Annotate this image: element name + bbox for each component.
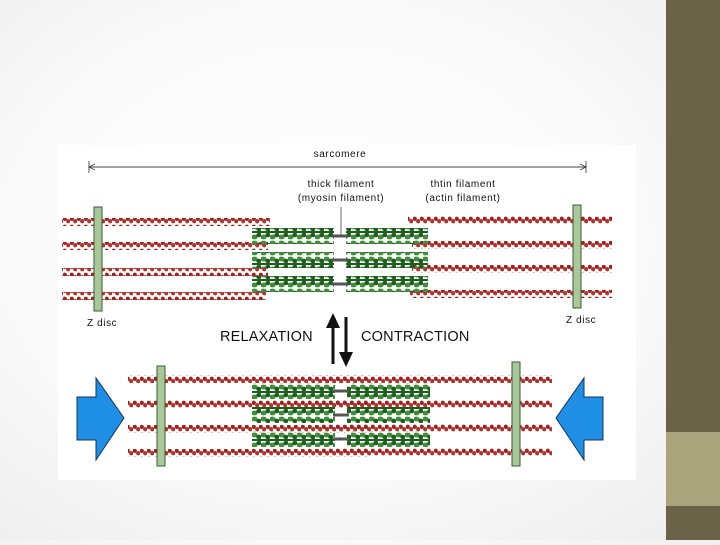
myosin-head-cluster [252,383,335,399]
myosin-bare-zone [332,234,348,238]
myosin-head-cluster [252,407,335,423]
myosin-bare-zone [333,413,349,417]
contraction-label: CONTRACTION [361,329,470,345]
actin-filament [128,425,368,433]
myosin-bare-zone [333,437,349,441]
relaxed-sarcomere [62,204,612,312]
left-push-arrow [76,376,125,462]
myosin-head-cluster [346,252,428,268]
myosin-head-cluster [346,276,428,292]
actin-filament [318,424,552,432]
actin-filament [410,290,612,298]
actin-filament [318,448,552,456]
actin-filament [128,449,368,457]
myosin-head-cluster [347,383,430,399]
actin-filament [412,265,612,273]
actin-filament [412,241,612,249]
myosin-bare-zone [332,282,348,286]
actin-filament [318,375,552,383]
actin-filament [128,375,368,383]
right-panel-light [666,432,720,506]
actin-filament [318,400,552,408]
relaxed-actin-filaments [62,216,612,300]
contracted-actin-filaments [128,375,552,457]
relaxation-label: RELAXATION [220,329,313,345]
myosin-head-cluster [252,252,334,268]
actin-filament [62,218,270,226]
actin-filament [408,216,612,224]
actin-filament [62,268,268,276]
myosin-head-cluster [347,431,430,447]
myosin-bare-zone [333,389,349,393]
z-disc-left-bottom [156,365,166,467]
z-disc-left-top [93,206,103,312]
actin-filament [62,292,266,300]
actin-filament [128,400,368,408]
z-disc-right-bottom [511,361,521,467]
thin-filament-label: thtin filament [430,179,496,190]
sarcomere-dimension-line [87,161,588,173]
relaxed-myosin-filaments [252,228,428,292]
myosin-head-cluster [252,431,335,447]
contracted-myosin-filaments [252,383,430,447]
myosin-head-cluster [252,228,334,244]
myosin-head-cluster [347,407,430,423]
thick-filament-sub-label: (myosin filament) [297,193,385,204]
z-disc-right-label: Z disc [566,315,597,326]
z-disc-left-label: Z disc [87,318,118,329]
myosin-head-cluster [346,228,428,244]
right-push-arrow [555,376,604,462]
sarcomere-label: sarcomere [313,149,367,160]
actin-filament [62,242,268,250]
contracted-sarcomere [128,361,552,467]
thick-filament-label: thick filament [307,179,375,190]
thin-filament-sub-label: (actin filament) [425,193,501,204]
myosin-head-cluster [252,276,334,292]
z-disc-right-top [572,204,582,309]
myosin-bare-zone [332,258,348,262]
transition-arrows [326,313,353,367]
